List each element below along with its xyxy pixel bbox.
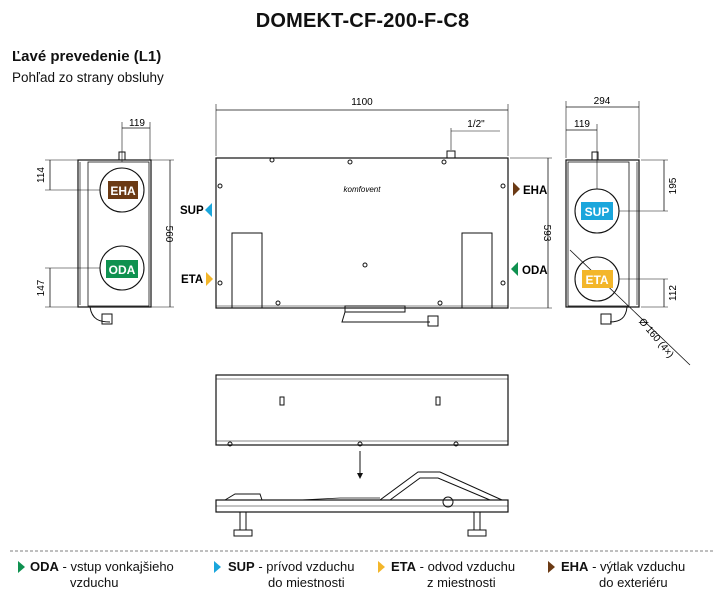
legend-eha-text: - výtlak vzduchu: [588, 559, 686, 574]
sup-port-label: SUP: [180, 205, 204, 217]
legend-eta-text2: z miestnosti: [427, 575, 496, 590]
legend-item-sup: SUP - prívod vzduchu do miestnosti: [228, 559, 354, 591]
legend-eha-text2: do exteriéru: [599, 575, 668, 590]
legend-item-eta: ETA - odvod vzduchu z miestnosti: [391, 559, 515, 591]
dim-front-height: 593: [541, 225, 552, 242]
technical-drawing: 119 114 147 560 EHA ODA 1100: [10, 96, 715, 552]
legend-eta-text: - odvod vzduchu: [416, 559, 516, 574]
eta-badge-right: [582, 270, 613, 288]
sup-legend-arrow: [214, 561, 221, 573]
eha-badge-left: [108, 181, 138, 199]
eha-port-arrow: [513, 182, 520, 196]
eta-port-label: ETA: [181, 274, 203, 286]
eha-badge-left-label: EHA: [110, 184, 136, 198]
sup-badge-right-label: SUP: [585, 205, 610, 219]
legend-oda-text2: vzduchu: [70, 575, 119, 590]
closed-unit-view: [215, 374, 509, 479]
dim-duct-diameter: Ø 160 (4×): [636, 316, 675, 360]
oda-badge-left: [106, 260, 138, 278]
oda-badge-left-label: ODA: [109, 263, 136, 277]
eha-legend-arrow: [548, 561, 555, 573]
oda-legend-arrow: [18, 561, 25, 573]
legend-item-oda: ODA - vstup vonkajšieho vzduchu: [30, 559, 174, 591]
brand-label: komfovent: [344, 185, 382, 194]
variant-subtitle: Ľavé prevedenie (L1): [12, 48, 162, 65]
sup-port-arrow: [205, 203, 212, 217]
eha-port-label: EHA: [523, 185, 547, 197]
dim-front-pipe: 1/2": [467, 119, 485, 130]
legend-sup-text2: do miestnosti: [268, 575, 345, 590]
legend: ODA - vstup vonkajšieho vzduchu SUP - pr…: [0, 556, 725, 606]
legend-oda-code: ODA: [30, 559, 59, 574]
legend-sup-code: SUP: [228, 559, 255, 574]
sup-badge-right: [581, 202, 613, 220]
dim-left-width: 119: [129, 118, 145, 129]
eta-legend-arrow: [378, 561, 385, 573]
dim-left-height: 560: [163, 226, 174, 243]
eta-badge-right-label: ETA: [585, 273, 608, 287]
dim-right-top: 195: [668, 177, 679, 194]
oda-port-arrow: [511, 262, 518, 276]
dim-right-bottom: 112: [668, 285, 679, 301]
legend-eha-code: EHA: [561, 559, 589, 574]
legend-sup-text: - prívod vzduchu: [254, 559, 355, 574]
open-unit-view: [215, 471, 509, 537]
dim-right-width: 119: [574, 119, 590, 130]
view-label: Pohľad zo strany obsluhy: [12, 70, 164, 85]
dim-left-bottom: 147: [36, 279, 47, 296]
legend-oda-text: - vstup vonkajšieho: [58, 559, 174, 574]
dim-left-top: 114: [36, 167, 47, 183]
legend-eta-code: ETA: [391, 559, 417, 574]
page-title: DOMEKT-CF-200-F-C8: [255, 10, 470, 32]
front-view: [215, 104, 552, 327]
legend-item-eha: EHA - výtlak vzduchu do exteriéru: [561, 559, 685, 591]
oda-port-label: ODA: [522, 265, 548, 277]
right-side-view: [565, 101, 691, 366]
dim-front-width: 1100: [351, 97, 373, 108]
left-side-view: [45, 122, 174, 325]
eta-port-arrow: [206, 272, 213, 286]
dim-right-depth: 294: [594, 96, 611, 107]
